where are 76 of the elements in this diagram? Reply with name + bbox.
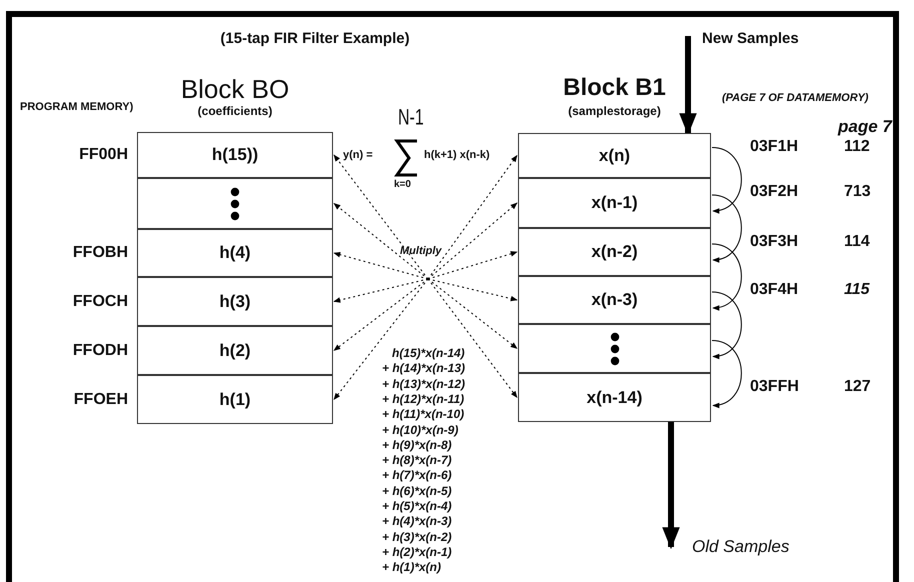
page-heading: page 7 — [838, 120, 892, 134]
sum-term: + h(14)*x(n-13) — [382, 361, 466, 376]
memory-cell — [518, 324, 711, 373]
flow-label: New Samples — [702, 30, 799, 47]
register-label: h(3) — [219, 292, 251, 312]
register-label: x(n-1) — [591, 193, 638, 213]
sample-flow-arrow — [679, 36, 697, 136]
register-label: x(n) — [598, 146, 630, 166]
memory-cell — [137, 178, 333, 229]
address-label: 03F3H — [750, 233, 798, 251]
multiply-line — [334, 278, 428, 400]
multiply-line — [428, 278, 518, 302]
multiply-line — [333, 278, 428, 351]
sum-term: + h(10)*x(n-9) — [382, 422, 458, 436]
address-label: 03F2H — [750, 183, 798, 201]
sum-term: + h(5)*x(n-4) — [382, 499, 452, 513]
address-label: FFOBH — [72, 244, 128, 262]
program-memory-note: PROGRAM MEMORY) — [20, 100, 134, 114]
shift-arrow — [712, 244, 742, 310]
address-label: FFODH — [72, 342, 128, 360]
register-label: h(1) — [219, 390, 251, 410]
sample-flow-arrow — [662, 422, 680, 550]
address-label: 03FFH — [750, 378, 799, 396]
sum-term: + h(12)*x(n-11) — [382, 392, 464, 406]
register-label: x(n-3) — [591, 290, 638, 310]
multiply-line — [333, 252, 428, 280]
equation-text: h(k+1) x(n-k) — [424, 148, 490, 162]
sum-term: + h(9)*x(n-8) — [382, 438, 452, 452]
shift-arrow — [712, 147, 742, 213]
block-subheading: (samplestorage) — [567, 104, 662, 118]
operation-label: Multiply — [400, 245, 442, 257]
equation-text: y(n) = — [343, 148, 373, 162]
multiply-line — [333, 278, 428, 303]
address-label: 03F1H — [750, 138, 798, 156]
register-label: x(n-14) — [586, 388, 642, 408]
block-heading: Block B1 — [562, 74, 667, 102]
multiply-line — [428, 154, 518, 280]
shift-arrow — [712, 194, 742, 262]
upper-limit: N-1 — [398, 109, 424, 129]
multiply-line — [428, 251, 518, 280]
multiply-line — [428, 278, 518, 349]
sum-term: + h(4)*x(n-3) — [382, 514, 452, 528]
sum-term: + h(13)*x(n-12) — [382, 376, 466, 391]
multiply-line — [333, 203, 428, 280]
address-label: FF00H — [79, 146, 128, 164]
shift-arrow — [712, 292, 742, 358]
multiply-line — [428, 202, 518, 280]
sum-term: + h(7)*x(n-6) — [382, 468, 452, 482]
sum-term: + h(3)*x(n-2) — [382, 530, 452, 544]
offset-number: 127 — [844, 378, 871, 396]
offset-number: 115 — [844, 281, 870, 299]
multiply-line — [428, 278, 518, 398]
multiply-line — [334, 154, 428, 280]
offset-number: 112 — [844, 138, 870, 156]
block-heading: Block BO — [180, 74, 290, 105]
address-label: FFOEH — [74, 390, 128, 408]
offset-number: 713 — [844, 183, 871, 201]
sum-term: + h(6)*x(n-5) — [382, 484, 452, 498]
address-label: 03F4H — [750, 281, 798, 299]
lower-limit: k=0 — [394, 178, 411, 192]
shift-arrow — [712, 340, 742, 408]
register-label: h(2) — [219, 340, 251, 360]
offset-number: 114 — [844, 233, 870, 251]
address-label: FFOCH — [72, 292, 128, 310]
data-memory-note: (PAGE 7 OF DATAMEMORY) — [722, 91, 868, 105]
register-label: h(4) — [219, 243, 251, 263]
sum-term: + h(1)*x(n) — [382, 560, 442, 574]
sum-term: + h(11)*x(n-10) — [382, 407, 464, 422]
sum-term: + h(8)*x(n-7) — [382, 453, 452, 468]
sum-term: h(15)*x(n-14) — [392, 346, 465, 360]
diagram-title: (15-tap FIR Filter Example) — [219, 30, 411, 47]
register-label: x(n-2) — [591, 242, 638, 262]
flow-label: Old Samples — [692, 537, 790, 557]
block-subheading: (coefficients) — [196, 104, 274, 118]
sum-term: + h(2)*x(n-1) — [382, 544, 452, 559]
register-label: h(15)) — [212, 145, 258, 165]
